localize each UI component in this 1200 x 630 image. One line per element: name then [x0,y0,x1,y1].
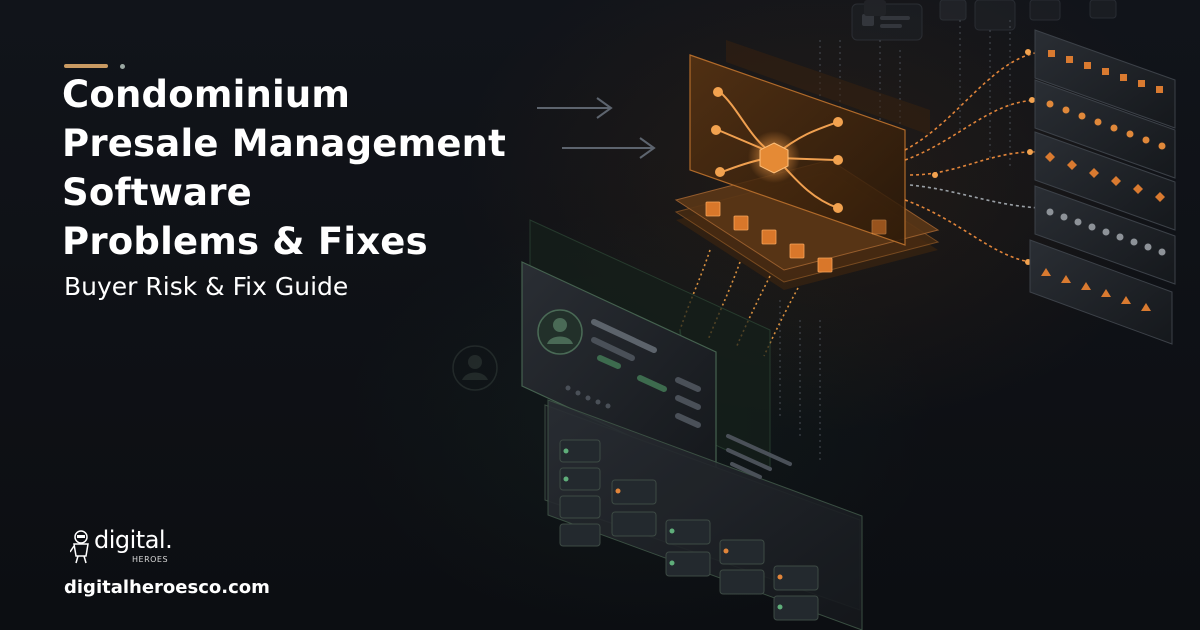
top-panels [851,0,1117,41]
accent-dot [120,64,125,69]
logo-wordmark: digital. [94,526,173,554]
title-line: Presale Management [62,122,507,165]
title-line: Software [62,171,252,214]
list-card [1034,29,1176,129]
website-url: digitalheroesco.com [64,577,270,598]
data-flows [904,51,1041,263]
subtitle: Buyer Risk & Fix Guide [64,272,349,301]
brand-logo: digital. HEROES [70,526,200,574]
title-line: Problems & Fixes [62,220,428,263]
logo-subtext: HEROES [132,555,169,564]
flow-dots [932,49,1035,265]
mascot-icon [70,530,89,564]
background-avatar [452,345,498,391]
list-card [1034,185,1176,285]
accent-bar [64,64,108,68]
list-card [1034,131,1176,231]
arrow-right-icon [537,97,613,119]
page-title: Condominium Presale Management Software … [62,70,532,266]
list-cards [1029,29,1176,345]
arrow-right-icon [562,137,656,159]
list-card [1029,239,1173,345]
network-hub-icon [674,40,940,290]
profile-panel [521,219,771,477]
title-line: Condominium [62,73,351,116]
dashboard-board [544,399,863,630]
list-card [1034,79,1176,179]
